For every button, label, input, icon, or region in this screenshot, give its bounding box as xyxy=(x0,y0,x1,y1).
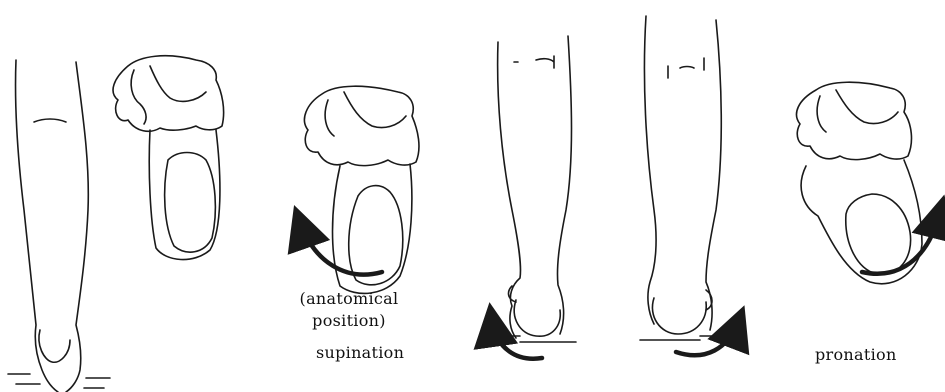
calcaneus-supination-top xyxy=(304,86,418,165)
leg-pronation-outline-left xyxy=(644,16,656,324)
label-anatomical-line1: (anatomical xyxy=(294,288,404,310)
label-supination: supination xyxy=(316,342,404,364)
rotation-arrow-supination xyxy=(300,222,382,275)
calcaneus-supination xyxy=(304,86,418,293)
calcaneus-pronation-ridge xyxy=(836,90,898,124)
leg-pronation-ground xyxy=(640,336,722,340)
leg-neutral-heel xyxy=(39,330,70,362)
calcaneus-neutral-body xyxy=(149,130,220,260)
leg-supination xyxy=(496,36,576,342)
calcaneus-pronation-top xyxy=(797,82,912,159)
calcaneus-neutral-ridge xyxy=(150,66,206,101)
calcaneus-pronation-facet xyxy=(817,96,826,132)
leg-supination-outline-right xyxy=(557,36,571,334)
calcaneus-supination-facet xyxy=(325,100,334,136)
calcaneus-supination-ridge xyxy=(344,92,406,128)
leg-pronation xyxy=(640,16,722,340)
calcaneus-pronation xyxy=(797,82,922,284)
label-anatomical-line2: position) xyxy=(294,310,404,332)
leg-supination-ground xyxy=(496,336,576,342)
calcaneus-supination-tuber xyxy=(349,186,403,285)
calcaneus-neutral-tuber xyxy=(165,153,216,253)
leg-neutral-ground xyxy=(8,374,110,388)
leg-supination-heel xyxy=(514,300,560,336)
leg-neutral-outline-left xyxy=(15,60,58,392)
leg-pronation-outline-right xyxy=(706,20,721,330)
calcaneus-neutral-facet xyxy=(131,70,146,124)
leg-neutral-knee-mark xyxy=(34,119,66,122)
leg-pronation-heel xyxy=(652,298,706,334)
calcaneus-neutral xyxy=(113,56,224,260)
calcaneus-neutral-top xyxy=(113,56,224,132)
leg-neutral xyxy=(8,60,110,392)
label-pronation: pronation xyxy=(815,344,897,366)
rotation-arrow-leg-pronation xyxy=(676,322,738,355)
rotation-arrow-leg-supination xyxy=(492,320,542,359)
label-anatomical-position: (anatomical position) xyxy=(294,288,404,332)
leg-supination-knee-mark xyxy=(514,56,554,68)
rotation-arrow-pronation xyxy=(862,212,940,274)
leg-pronation-knee-mark xyxy=(668,58,704,78)
calcaneus-pronation-tuber xyxy=(846,194,911,275)
